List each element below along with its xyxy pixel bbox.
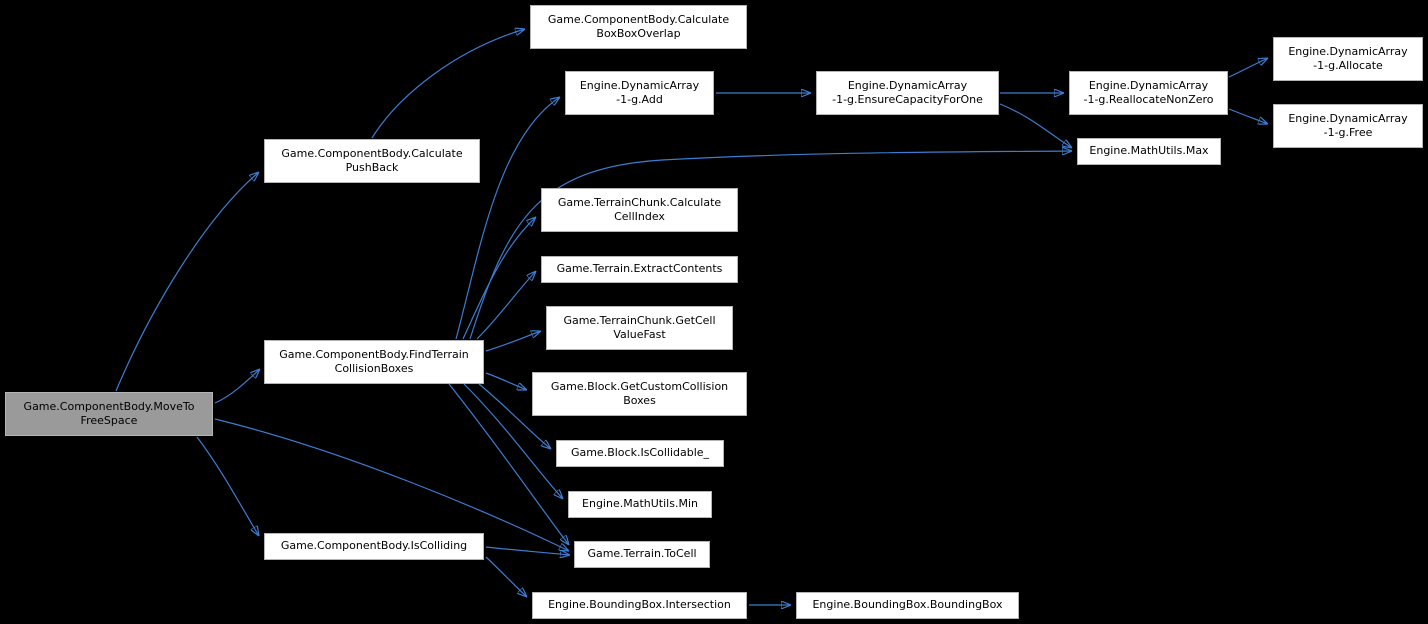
edge-findterraincollisionboxes-calculatecellindex <box>462 217 536 340</box>
node-move-to-free-space[interactable]: Game.ComponentBody.MoveTo FreeSpace <box>5 392 213 436</box>
node-extract-contents[interactable]: Game.Terrain.ExtractContents <box>541 256 738 283</box>
edge-reallocatenonzero-dynamicarrayfree <box>1228 108 1268 124</box>
node-dynamic-array-allocate[interactable]: Engine.DynamicArray -1-g.Allocate <box>1273 37 1423 81</box>
edge-movetofreespace-terraintocell <box>214 418 569 551</box>
node-get-cell-value-fast[interactable]: Game.TerrainChunk.GetCell ValueFast <box>546 306 733 350</box>
node-math-utils-min[interactable]: Engine.MathUtils.Min <box>568 491 712 518</box>
node-is-colliding[interactable]: Game.ComponentBody.IsColliding <box>264 533 484 560</box>
edge-movetofreespace-calculatepushback <box>115 172 259 392</box>
node-reallocate-non-zero[interactable]: Engine.DynamicArray -1-g.ReallocateNonZe… <box>1069 71 1228 115</box>
edge-reallocatenonzero-dynamicarrayallocate <box>1228 58 1268 78</box>
node-terrain-to-cell[interactable]: Game.Terrain.ToCell <box>574 541 710 568</box>
edge-iscolliding-boundingboxintersection <box>485 556 527 597</box>
edge-ensurecapacityforone-mathutilsmax <box>999 103 1072 148</box>
node-get-custom-collision-boxes[interactable]: Game.Block.GetCustomCollision Boxes <box>532 372 747 416</box>
edge-findterraincollisionboxes-getcellvaluefast <box>485 331 541 352</box>
node-dynamic-array-free[interactable]: Engine.DynamicArray -1-g.Free <box>1273 104 1423 148</box>
node-calculate-box-box-overlap[interactable]: Game.ComponentBody.Calculate BoxBoxOverl… <box>530 5 747 49</box>
edge-findterraincollisionboxes-extractcontents <box>476 271 536 340</box>
node-calculate-push-back[interactable]: Game.ComponentBody.Calculate PushBack <box>264 139 480 183</box>
edge-findterraincollisionboxes-getcustomcollisionboxes <box>485 372 527 390</box>
node-ensure-capacity-for-one[interactable]: Engine.DynamicArray -1-g.EnsureCapacityF… <box>816 71 999 115</box>
edge-calculatepushback-calculateboxboxoverlap <box>371 29 525 139</box>
node-math-utils-max[interactable]: Engine.MathUtils.Max <box>1077 138 1221 165</box>
node-bounding-box-constructor[interactable]: Engine.BoundingBox.BoundingBox <box>796 592 1019 619</box>
edge-movetofreespace-iscolliding <box>196 436 259 536</box>
node-find-terrain-collision-boxes[interactable]: Game.ComponentBody.FindTerrain Collision… <box>264 340 484 384</box>
node-is-collidable[interactable]: Game.Block.IsCollidable_ <box>556 440 724 467</box>
node-bounding-box-intersection[interactable]: Engine.BoundingBox.Intersection <box>532 592 747 619</box>
node-dynamic-array-add[interactable]: Engine.DynamicArray -1-g.Add <box>565 71 714 115</box>
edge-iscolliding-terraintocell <box>485 546 570 555</box>
node-calculate-cell-index[interactable]: Game.TerrainChunk.Calculate CellIndex <box>541 188 738 232</box>
edge-movetofreespace-findterraincollisionboxes <box>214 369 260 404</box>
